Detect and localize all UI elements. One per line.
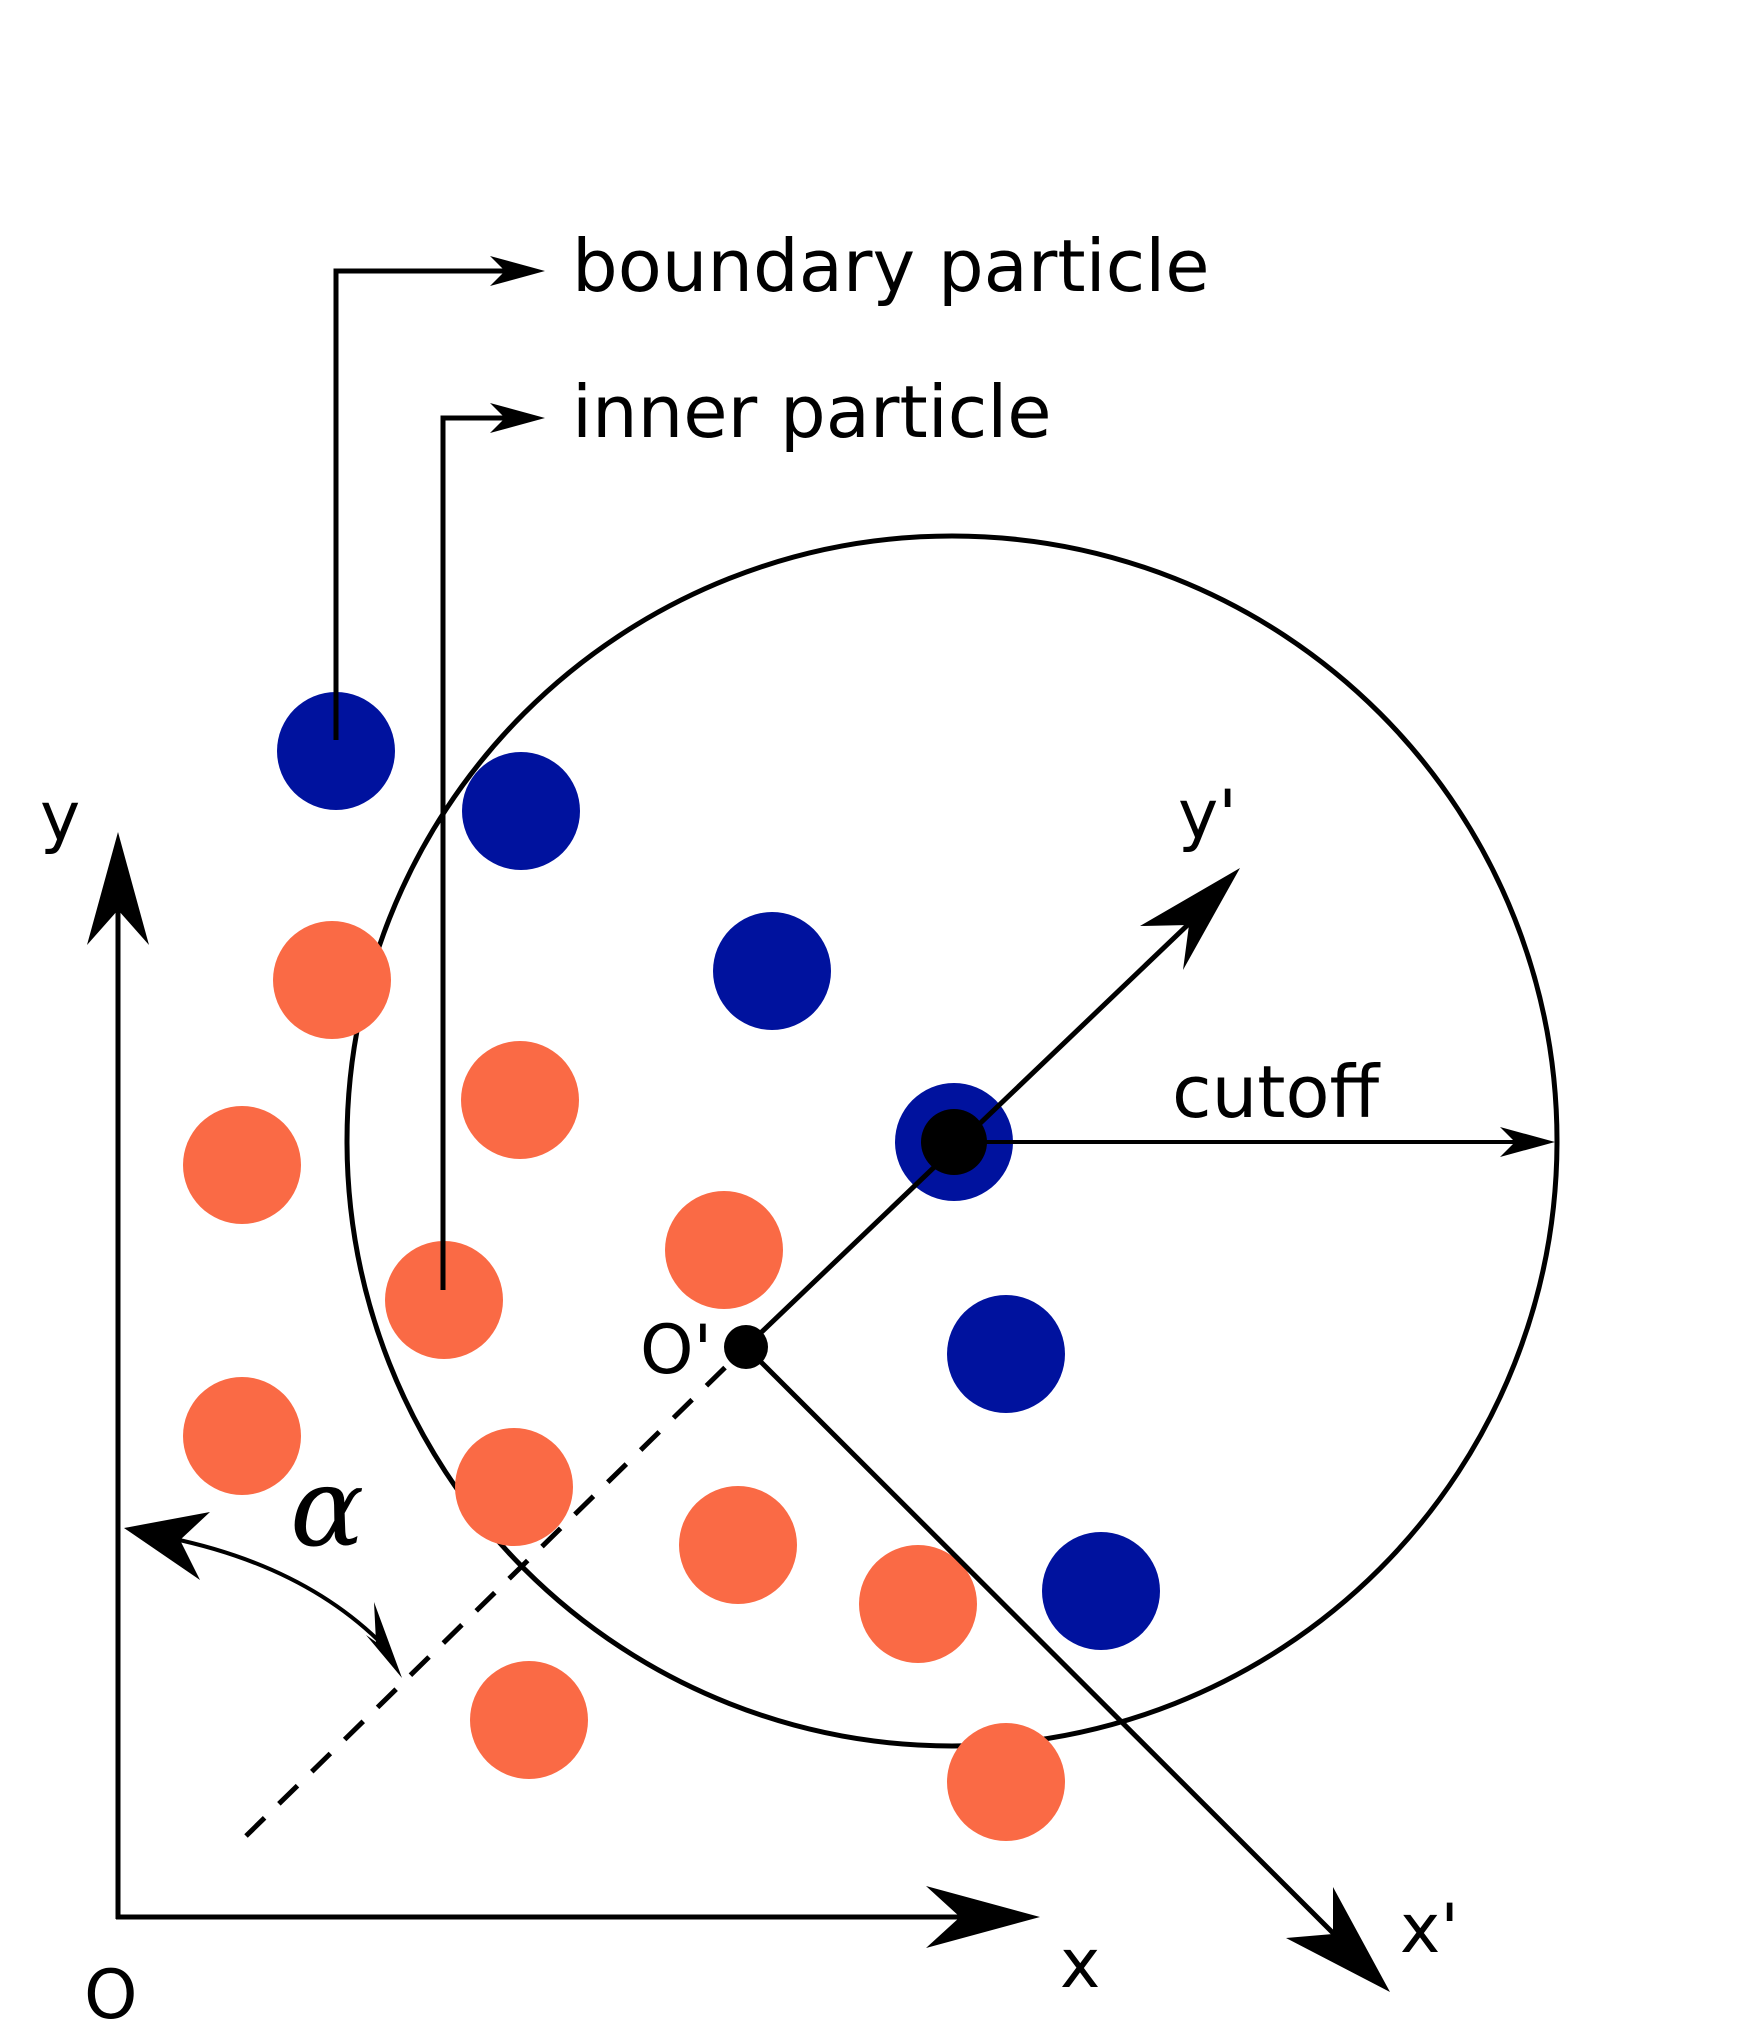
inner-particle [679, 1486, 797, 1604]
inner-particle [183, 1106, 301, 1224]
boundary-particle-label: boundary particle [572, 224, 1210, 308]
inner-particle [461, 1041, 579, 1159]
local-origin-point [724, 1325, 768, 1369]
boundary-particle [1042, 1532, 1160, 1650]
origin-prime-label: O' [640, 1311, 712, 1390]
boundary-particle [947, 1295, 1065, 1413]
dashed-angle-line [244, 1346, 747, 1838]
inner-particle-label: inner particle [572, 370, 1052, 454]
origin-label: O [84, 1956, 138, 2035]
inner-particle [273, 921, 391, 1039]
y-axis-arrowhead [87, 832, 149, 945]
boundary-particle [277, 692, 395, 810]
inner-particle [947, 1723, 1065, 1841]
inner-leader-line [440, 415, 505, 1290]
alpha-label: α [290, 1443, 364, 1571]
inner-particles [183, 921, 1065, 1841]
y-prime-label: y' [1178, 776, 1237, 855]
inner-particle [665, 1191, 783, 1309]
x-axis-label: x [1060, 1925, 1100, 2004]
alpha-arc [169, 1536, 380, 1642]
cutoff-label: cutoff [1172, 1050, 1381, 1134]
boundary-particle [462, 752, 580, 870]
cutoff-circle [344, 533, 1560, 1749]
x-prime-label: x' [1400, 1890, 1459, 1969]
boundary-particle [713, 912, 831, 1030]
boundary-leader-line [333, 268, 505, 740]
alpha-arrowhead-end [366, 1602, 402, 1678]
inner-particle [455, 1428, 573, 1546]
boundary-leader-arrowhead [490, 256, 545, 286]
alpha-arrowhead-start [124, 1512, 210, 1580]
y-axis-label: y [40, 778, 80, 857]
cutoff-radius-arrowhead [1500, 1127, 1555, 1157]
x-prime-axis-arrowhead [1286, 1887, 1390, 1992]
inner-leader-arrowhead [490, 403, 545, 433]
inner-particle [470, 1661, 588, 1779]
center-point [921, 1109, 987, 1175]
inner-particle [859, 1545, 977, 1663]
inner-particle [183, 1377, 301, 1495]
inner-particle [385, 1241, 503, 1359]
x-prime-axis-line [744, 1345, 1340, 1940]
x-axis-arrowhead [926, 1886, 1040, 1948]
y-prime-axis-arrowhead [1140, 868, 1240, 970]
